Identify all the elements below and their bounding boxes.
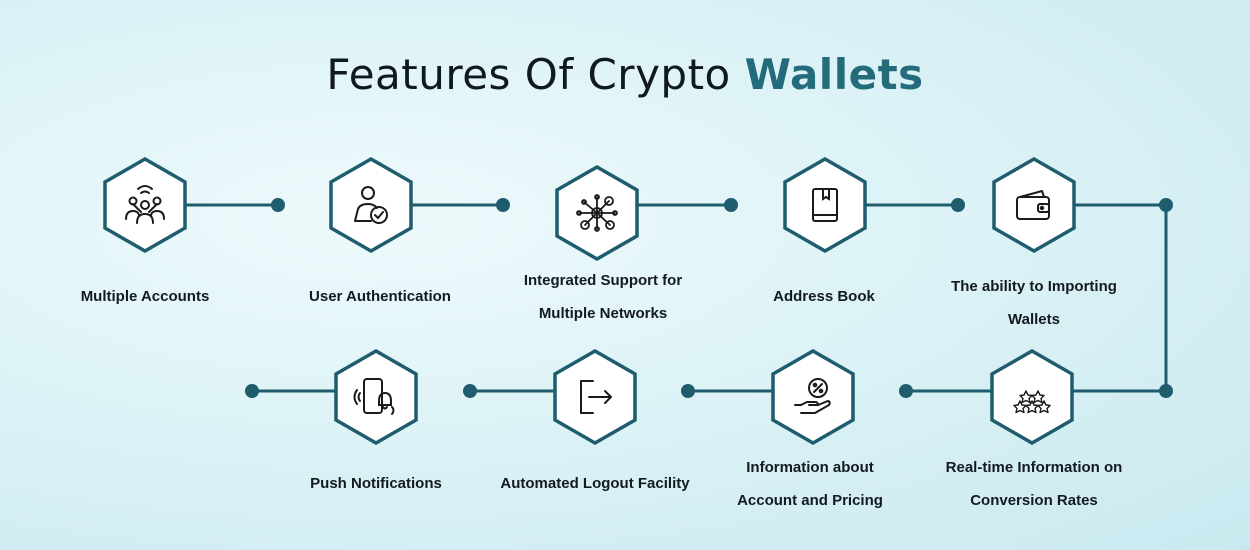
pricing-icon <box>794 378 831 414</box>
feature-label-push-notifications: Push Notifications <box>310 475 442 492</box>
feature-label-address-book: Address Book <box>773 288 875 305</box>
title-main: Features Of Crypto <box>326 50 731 99</box>
feature-label-automated-logout: Automated Logout Facility <box>500 475 690 492</box>
feature-label-account-pricing: Information about Account and Pricing <box>737 459 883 509</box>
hex-integrated-networks <box>555 165 639 261</box>
feature-label-user-authentication: User Authentication <box>309 288 451 305</box>
multiple-accounts-icon <box>125 185 165 224</box>
connector-dot <box>951 198 965 212</box>
hex-user-authentication <box>329 157 413 253</box>
title-accent: Wallets <box>744 50 924 99</box>
network-icon <box>576 194 618 232</box>
connector-dot <box>463 384 477 398</box>
page-title: Features Of Crypto Wallets <box>0 50 1250 99</box>
feature-label-multiple-accounts: Multiple Accounts <box>80 288 210 305</box>
connector-dot <box>724 198 738 212</box>
wallet-icon <box>1016 190 1050 220</box>
connector-dot <box>681 384 695 398</box>
feature-label-importing-wallets: The ability to Importing Wallets <box>951 278 1117 328</box>
hex-multiple-accounts <box>103 157 187 253</box>
hex-conversion-rates <box>990 349 1074 445</box>
connector-dot <box>1159 198 1173 212</box>
hex-account-pricing <box>771 349 855 445</box>
connector-dot <box>245 384 259 398</box>
address-book-icon <box>812 188 838 222</box>
connector-dot <box>271 198 285 212</box>
connector-dot <box>1159 384 1173 398</box>
hex-importing-wallets <box>992 157 1076 253</box>
stars-icon <box>1013 390 1051 414</box>
connector-dot <box>496 198 510 212</box>
hex-push-notifications <box>334 349 418 445</box>
connector-dot <box>899 384 913 398</box>
logout-icon <box>580 380 612 414</box>
user-authentication-icon <box>354 186 388 224</box>
push-notification-icon <box>353 378 395 415</box>
hex-address-book <box>783 157 867 253</box>
feature-label-conversion-rates: Real-time Information on Conversion Rate… <box>945 459 1123 509</box>
feature-label-integrated-networks: Integrated Support for Multiple Networks <box>523 272 683 322</box>
hex-automated-logout <box>553 349 637 445</box>
